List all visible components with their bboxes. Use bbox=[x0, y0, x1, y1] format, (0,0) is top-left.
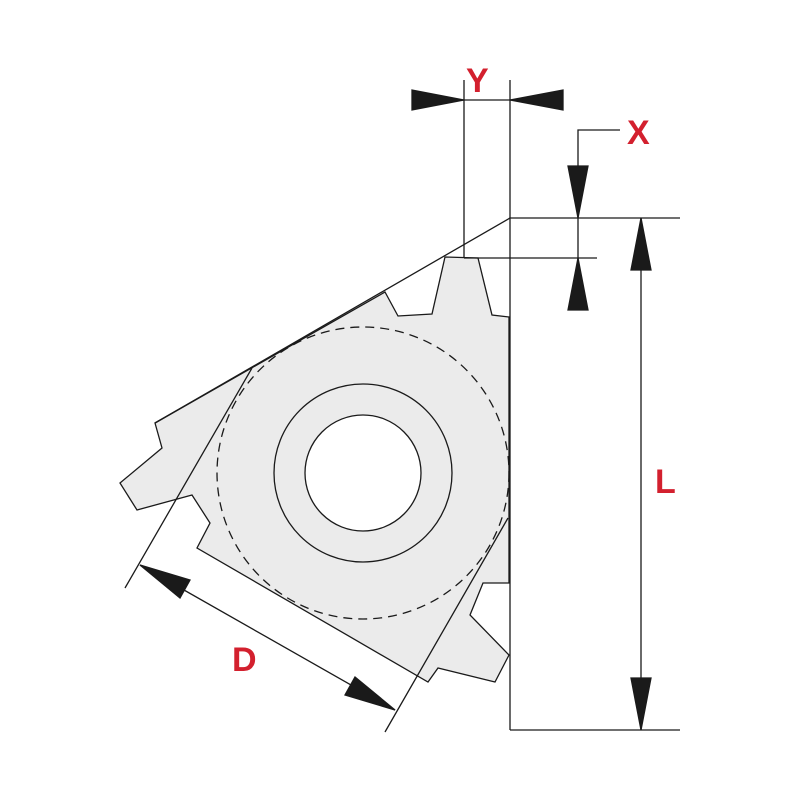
countersink-ring bbox=[273, 383, 453, 563]
center-hole bbox=[304, 414, 422, 532]
dimension-l-arrows bbox=[630, 217, 652, 731]
dimension-y-arrows bbox=[411, 89, 564, 111]
inscribed-circle-dashed bbox=[216, 326, 510, 620]
dimension-label-x: X bbox=[627, 114, 650, 152]
dimension-x-arrows bbox=[567, 129, 620, 311]
dimension-label-d: D bbox=[232, 641, 257, 679]
dimension-label-y: Y bbox=[466, 62, 489, 100]
dimension-d-arrows bbox=[139, 564, 396, 711]
construction-lines bbox=[124, 80, 680, 733]
dimension-label-l: L bbox=[655, 463, 676, 501]
